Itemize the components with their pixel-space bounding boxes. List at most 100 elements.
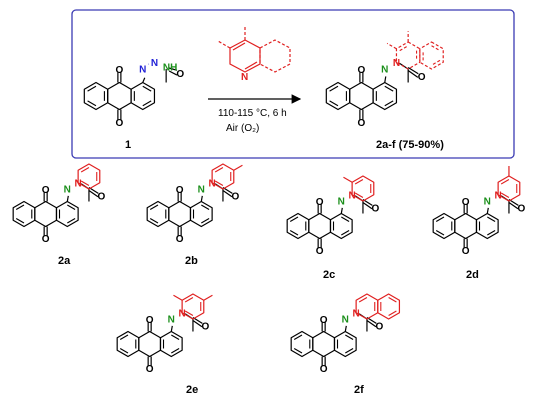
ring-bond xyxy=(66,195,69,202)
benzo-ring-double-bond xyxy=(435,230,445,236)
aromatic-ring xyxy=(55,200,79,228)
nitrogen-atom: N xyxy=(353,308,360,319)
oxygen-atom: O xyxy=(462,246,470,257)
pyridine-ring-double-bond xyxy=(354,192,364,198)
benzo-ring-double-bond xyxy=(293,334,303,340)
nitrogen-atom: N xyxy=(198,185,205,196)
ring-bond xyxy=(170,325,173,332)
compound-label-2d: 2d xyxy=(466,269,479,281)
nitrogen-atom: N xyxy=(151,58,158,69)
ring-bond xyxy=(486,207,489,214)
methyl-bond xyxy=(203,294,213,301)
reactant-label: 1 xyxy=(125,139,131,151)
benzo-ring-double-bond xyxy=(15,218,25,224)
pyridine-reagent xyxy=(217,26,291,73)
quinone-ring xyxy=(349,81,374,111)
nitrogen-atom: N xyxy=(64,185,71,196)
aromatic-ring xyxy=(189,200,213,228)
aromatic-ring-double-bond xyxy=(142,100,152,107)
benzo-ring-double-bond xyxy=(119,334,129,340)
fused-benzo-ring xyxy=(377,293,401,320)
oxygen-atom: O xyxy=(376,321,384,332)
aromatic-ring xyxy=(333,330,357,358)
compound-label-2e: 2e xyxy=(186,384,198,396)
nitrogen-atom: N xyxy=(495,190,502,201)
aromatic-ring-double-bond xyxy=(171,348,180,354)
oxygen-atom: O xyxy=(462,197,470,208)
ring-bond xyxy=(142,77,146,83)
aromatic-ring-double-bond xyxy=(341,216,350,222)
quinone-ring xyxy=(454,212,478,240)
benzo-ring-double-bond xyxy=(289,230,299,236)
oxygen-atom: O xyxy=(357,118,365,129)
oxygen-atom: O xyxy=(357,65,365,76)
oxygen-atom: O xyxy=(115,65,123,76)
quinone-ring xyxy=(107,81,132,111)
oxygen-atom: O xyxy=(42,234,50,245)
oxygen-atom: O xyxy=(320,315,328,326)
nitrogen-atom: N xyxy=(168,315,175,326)
oxygen-atom: O xyxy=(320,364,328,375)
aromatic-ring-double-bond xyxy=(384,85,394,92)
carbonyl-bond xyxy=(508,202,519,210)
benzo-ring-double-bond xyxy=(119,348,129,354)
aromatic-ring xyxy=(130,81,156,111)
ring-bond xyxy=(344,325,347,332)
reaction-box xyxy=(71,9,515,159)
pyridine-ring-double-bond xyxy=(399,45,409,52)
pyridine-ring-double-bond xyxy=(500,179,510,185)
carbonyl-bond xyxy=(362,202,373,210)
methyl-bond xyxy=(343,176,353,183)
pyridine-ring xyxy=(77,163,101,190)
aromatic-ring-double-bond xyxy=(487,216,496,222)
aromatic-ring xyxy=(372,81,398,111)
quinone-ring xyxy=(34,200,58,228)
quinone-ring xyxy=(308,212,332,240)
pyridine-ring xyxy=(497,175,521,202)
aromatic-ring-double-bond xyxy=(345,334,354,340)
compound-label-2c: 2c xyxy=(323,269,335,281)
benzo-ring-double-bond xyxy=(87,85,97,92)
benzo-ring-double-bond xyxy=(293,348,303,354)
pyridine-ring-double-bond xyxy=(184,310,194,316)
aromatic-ring xyxy=(329,212,353,240)
aromatic-ring-double-bond xyxy=(201,204,210,210)
benzo-ring-double-bond xyxy=(329,100,339,107)
nitrogen-atom: N xyxy=(209,178,216,189)
fused-benzo-ring-double-bond xyxy=(388,310,397,316)
methyl-bond xyxy=(233,164,243,171)
fused-benzo-ring-double-bond xyxy=(431,45,441,52)
compound-label-2f: 2f xyxy=(354,384,364,396)
oxygen-atom: O xyxy=(98,191,106,202)
nitrogen-atom: N xyxy=(484,197,491,208)
nitrogen-atom: N xyxy=(139,65,146,76)
benzo-ring-double-bond xyxy=(149,204,159,210)
aromatic-ring-double-bond xyxy=(171,334,180,340)
quinone-ring xyxy=(312,330,336,358)
oxygen-atom: O xyxy=(316,246,324,257)
oxygen-atom: O xyxy=(202,321,210,332)
pyridine-ring-double-bond xyxy=(214,167,224,173)
oxygen-atom: O xyxy=(146,364,154,375)
aromatic-ring xyxy=(159,330,183,358)
pyridine-ring-double-bond xyxy=(184,297,194,303)
methyl-bond xyxy=(173,294,183,301)
oxygen-atom: O xyxy=(42,185,50,196)
benzo-ring-double-bond xyxy=(289,216,299,222)
carbonyl-bond xyxy=(366,320,377,328)
nitrogen-atom: N xyxy=(338,197,345,208)
benzo-ring-double-bond xyxy=(149,218,159,224)
fused-benzo-ring-double-bond xyxy=(388,297,397,303)
oxygen-atom: O xyxy=(316,197,324,208)
oxygen-atom: O xyxy=(418,72,426,83)
aromatic-ring-double-bond xyxy=(487,230,496,236)
product-label: 2a-f (75-90%) xyxy=(376,139,444,151)
oxygen-atom: O xyxy=(115,118,123,129)
methyl-bond xyxy=(386,42,397,50)
